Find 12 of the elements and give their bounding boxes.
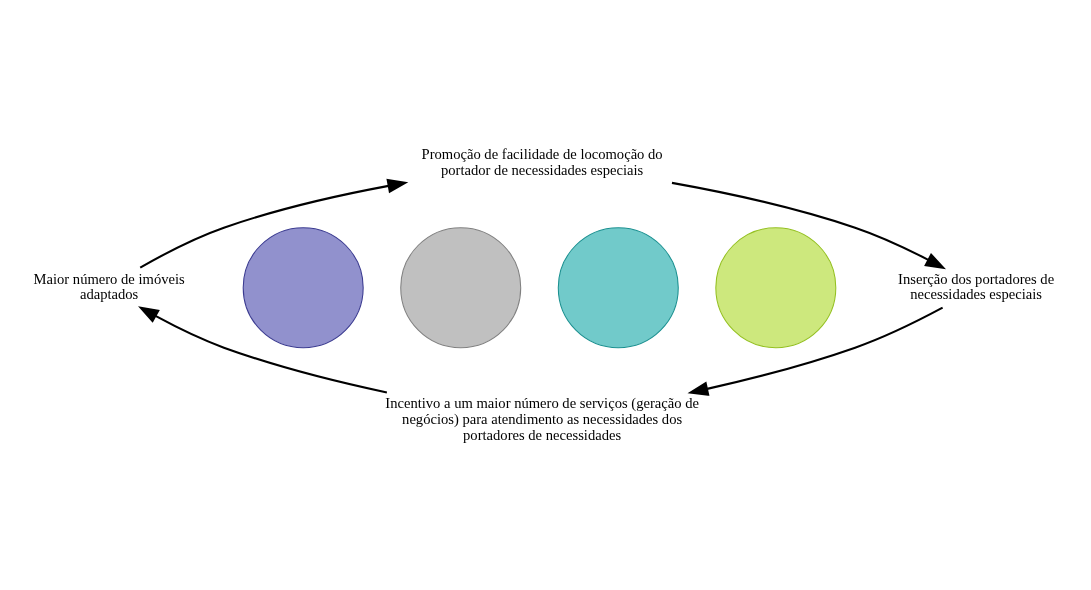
node-text: Promoção de facilidade de locomoção do portador de necessidades especiais xyxy=(421,145,663,178)
node-circle xyxy=(715,226,837,348)
node-text: Maior número de imóveis adaptados xyxy=(33,270,185,302)
node-circle xyxy=(400,226,522,348)
arrow xyxy=(139,178,409,269)
node-circle xyxy=(242,226,364,348)
arrow xyxy=(687,306,944,396)
node-text: Inserção dos portadores de necessidades especiais xyxy=(898,270,1055,302)
arrow xyxy=(671,181,946,269)
node-circle xyxy=(557,226,679,348)
arrow xyxy=(138,305,388,394)
node-text: Incentivo a um maior número de serviços (geração de negócios) para atendimento as necessidades dos portadores de necessidades xyxy=(385,394,699,443)
